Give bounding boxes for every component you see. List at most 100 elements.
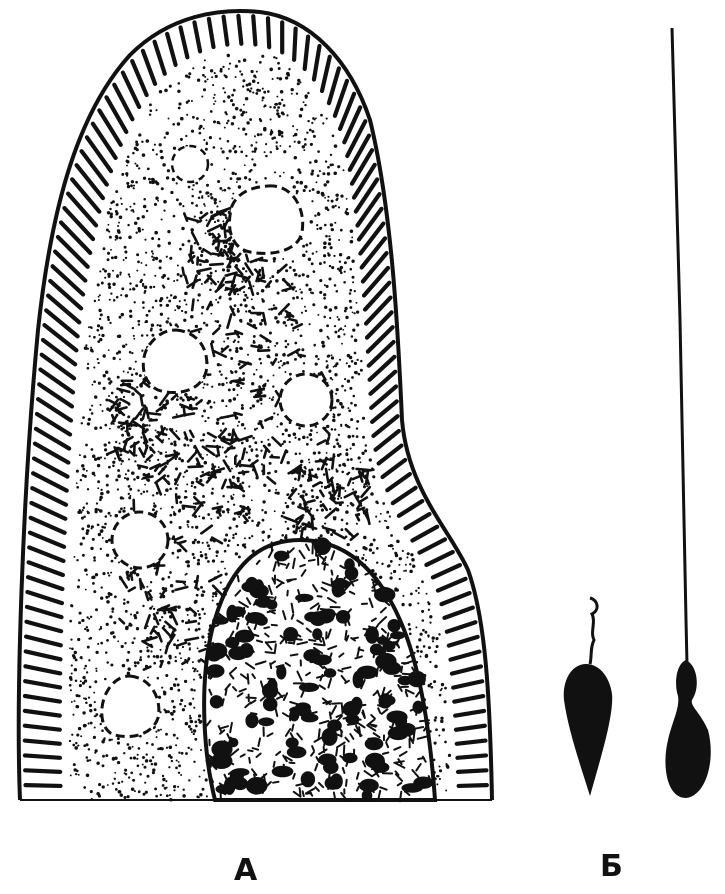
cytoplasm-dot — [300, 525, 302, 527]
cytoplasm-dot — [97, 283, 100, 286]
cytoplasm-dot — [269, 106, 271, 108]
granule — [197, 400, 202, 404]
cytoplasm-dot — [173, 643, 176, 646]
chromatin-fiber — [372, 725, 376, 726]
cytoplasm-dot — [211, 386, 213, 388]
cytoplasm-dot — [341, 343, 343, 345]
cytoplasm-dot — [135, 361, 137, 363]
cytoplasm-dot — [127, 224, 129, 226]
cytoplasm-dot — [157, 324, 159, 326]
cytoplasm-dot — [409, 563, 411, 565]
cytoplasm-dot — [87, 367, 90, 370]
cytoplasm-dot — [169, 571, 172, 574]
cytoplasm-dot — [210, 272, 213, 275]
cytoplasm-dot — [136, 270, 138, 272]
cytoplasm-dot — [171, 590, 174, 593]
cilium — [419, 539, 445, 552]
cytoplasm-dot — [410, 553, 413, 556]
cytoplasm-dot — [281, 515, 284, 518]
cytoplasm-dot — [154, 787, 157, 790]
cytoplasm-dot — [137, 765, 140, 768]
cytoplasm-dot — [337, 413, 340, 416]
cytoplasm-dot — [416, 645, 419, 648]
cytoplasm-dot — [137, 489, 139, 491]
cytoplasm-dot — [229, 62, 231, 64]
cytoplasm-dot — [323, 246, 326, 249]
chromatin-fiber — [248, 750, 253, 751]
cytoplasm-dot — [202, 516, 205, 519]
cytoplasm-dot — [105, 515, 108, 518]
cytoplasm-dot — [143, 177, 146, 180]
cytoplasm-dot — [439, 769, 442, 772]
cytoplasm-dot — [229, 297, 232, 300]
cytoplasm-dot — [336, 483, 339, 486]
cytoplasm-dot — [219, 187, 222, 190]
granule — [202, 526, 212, 534]
cytoplasm-dot — [218, 383, 221, 386]
cilium — [458, 770, 486, 772]
cytoplasm-dot — [111, 560, 114, 563]
cytoplasm-dot — [201, 312, 203, 314]
cytoplasm-dot — [328, 238, 331, 241]
cytoplasm-dot — [198, 331, 200, 333]
cytoplasm-dot — [213, 146, 216, 149]
cytoplasm-dot — [298, 275, 301, 278]
cytoplasm-dot — [98, 533, 101, 536]
cytoplasm-dot — [349, 300, 352, 303]
cytoplasm-dot — [109, 208, 112, 211]
cytoplasm-dot — [75, 773, 77, 775]
cytoplasm-dot — [331, 200, 334, 203]
cytoplasm-dot — [252, 404, 255, 407]
cytoplasm-dot — [223, 538, 227, 542]
cytoplasm-dot — [340, 497, 342, 499]
cytoplasm-dot — [387, 565, 390, 568]
cytoplasm-dot — [241, 407, 244, 410]
cytoplasm-dot — [268, 472, 271, 475]
cytoplasm-dot — [352, 281, 354, 283]
cytoplasm-dot — [182, 794, 186, 798]
cytoplasm-dot — [211, 492, 214, 495]
cytoplasm-dot — [127, 795, 130, 798]
cytoplasm-dot — [222, 422, 225, 425]
cytoplasm-dot — [277, 292, 279, 294]
cytoplasm-dot — [203, 410, 206, 413]
cytoplasm-dot — [142, 215, 145, 218]
cytoplasm-dot — [420, 650, 423, 653]
cytoplasm-dot — [313, 270, 316, 273]
granule — [260, 421, 263, 427]
cytoplasm-dot — [155, 731, 157, 733]
cytoplasm-dot — [183, 319, 186, 322]
granule — [312, 518, 313, 530]
cytoplasm-dot — [209, 136, 212, 139]
cytoplasm-dot — [334, 144, 338, 148]
cytoplasm-dot — [408, 623, 411, 626]
cytoplasm-dot — [391, 545, 393, 547]
cytoplasm-dot — [195, 628, 198, 631]
cytoplasm-dot — [108, 395, 110, 397]
granule — [150, 420, 157, 421]
cytoplasm-dot — [300, 460, 304, 464]
cytoplasm-dot — [152, 756, 154, 758]
cytoplasm-dot — [245, 111, 247, 113]
cytoplasm-dot — [210, 110, 213, 113]
cytoplasm-dot — [343, 281, 346, 284]
cytoplasm-dot — [203, 322, 206, 325]
cytoplasm-dot — [317, 358, 319, 360]
cytoplasm-dot — [275, 489, 277, 491]
cytoplasm-dot — [321, 193, 324, 196]
cytoplasm-dot — [229, 188, 231, 190]
cytoplasm-dot — [112, 200, 115, 203]
cytoplasm-dot — [136, 627, 139, 630]
cytoplasm-dot — [361, 452, 364, 455]
cytoplasm-dot — [282, 511, 285, 514]
cytoplasm-dot — [71, 734, 73, 736]
cytoplasm-dot — [216, 205, 218, 207]
cytoplasm-dot — [401, 603, 404, 606]
cytoplasm-dot — [298, 493, 300, 495]
chromatin-fiber — [344, 746, 345, 755]
cytoplasm-dot — [192, 67, 194, 69]
cytoplasm-dot — [317, 467, 320, 470]
cytoplasm-dot — [288, 68, 290, 70]
cytoplasm-dot — [287, 527, 290, 530]
cytoplasm-dot — [276, 147, 279, 150]
